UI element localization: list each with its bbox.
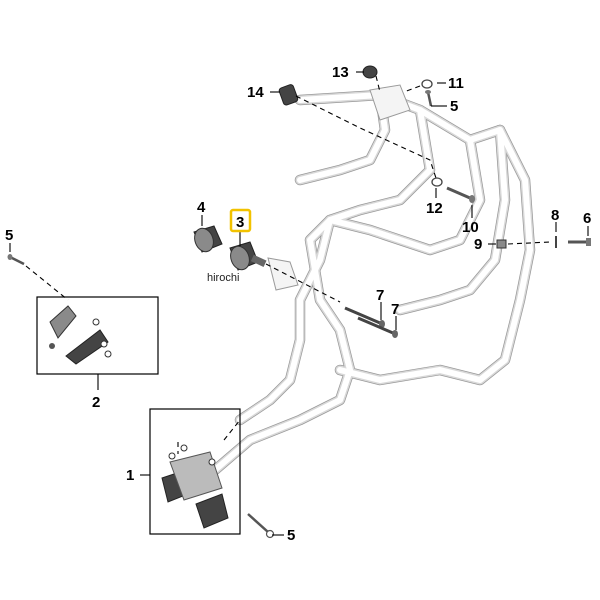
callout-6: 6 — [583, 210, 591, 227]
inset-box-1 — [149, 408, 241, 535]
part-4-buffer — [193, 225, 223, 253]
part-14-buffer — [278, 84, 299, 106]
callout-11: 11 — [448, 75, 464, 92]
part-7-bolts — [344, 306, 398, 338]
callout-4: 4 — [197, 199, 206, 216]
part-11-washer — [421, 79, 433, 89]
part-13-nut — [362, 65, 378, 79]
callout-3-highlight — [229, 208, 252, 233]
part-10-bolt — [446, 186, 475, 203]
callout-13: 13 — [332, 64, 349, 81]
part-9-nut — [496, 239, 507, 249]
callout-5-top: 5 — [450, 98, 458, 115]
callout-2: 2 — [92, 394, 100, 411]
part-3-buffer — [229, 241, 267, 271]
leader-lines — [9, 71, 589, 536]
part-5-bolt-bottom — [247, 513, 275, 539]
callout-1: 1 — [126, 467, 134, 484]
inset-box-2 — [36, 296, 159, 375]
part-5-bolt-top — [425, 90, 433, 107]
callout-12: 12 — [426, 200, 443, 217]
callout-8: 8 — [551, 207, 559, 224]
callout-7-a: 7 — [376, 287, 384, 304]
callout-10: 10 — [462, 219, 479, 236]
callout-9: 9 — [474, 236, 482, 253]
part-6-bolt — [568, 238, 591, 246]
callout-7-b: 7 — [391, 301, 399, 318]
callout-14: 14 — [247, 84, 264, 101]
callout-labels: 13 11 5 14 12 10 8 6 9 4 3 5 7 7 2 1 5 h… — [5, 64, 591, 544]
watermark: hirochi — [207, 272, 239, 284]
part-5-bolt-left — [7, 254, 25, 266]
part-12-washer — [431, 177, 443, 187]
callout-5-left: 5 — [5, 227, 13, 244]
pannier-rack-frame — [209, 84, 536, 476]
callout-5-bottom: 5 — [287, 527, 295, 544]
callout-3: 3 — [236, 214, 244, 231]
